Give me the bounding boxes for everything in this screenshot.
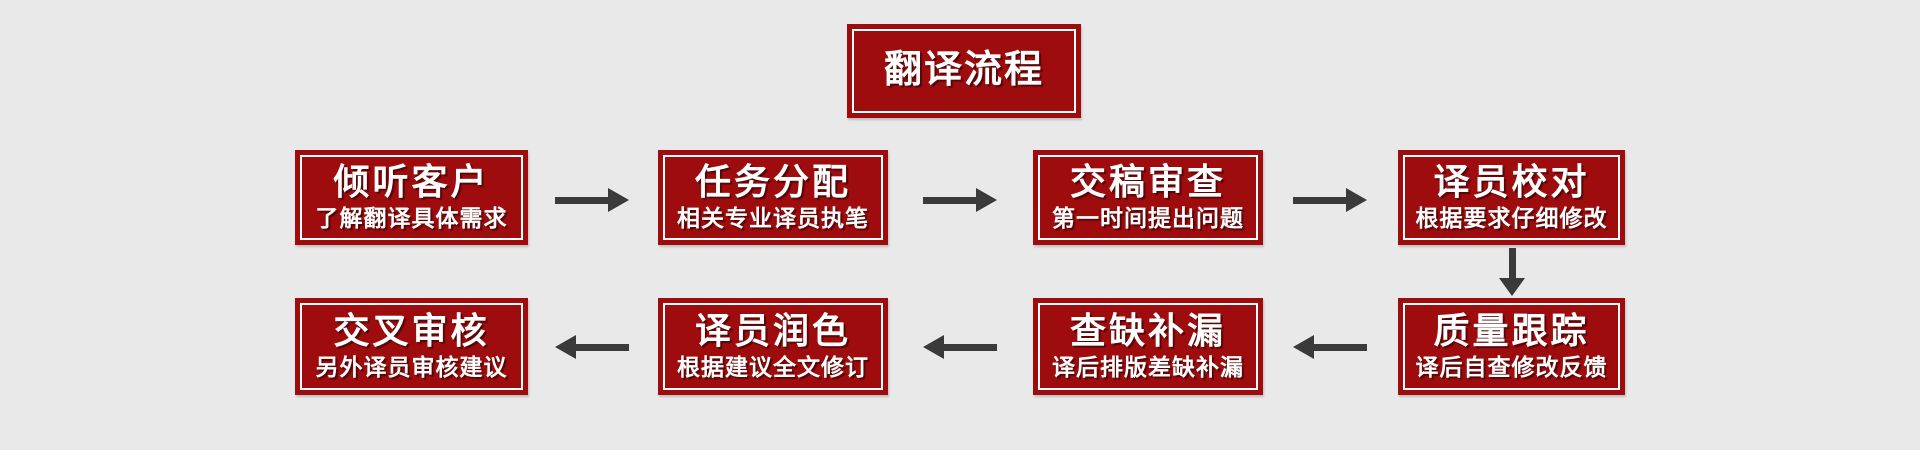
flow-box-subtitle: 译后自查修改反馈 <box>1415 354 1608 381</box>
flow-box-title: 交叉审核 <box>333 310 490 352</box>
flow-box-subtitle: 第一时间提出问题 <box>1052 205 1244 232</box>
arrow-down-icon <box>1499 248 1525 296</box>
arrow-left-icon <box>923 335 997 359</box>
flow-box-subtitle: 根据要求仔细修改 <box>1415 205 1608 232</box>
flow-box-translator-polishing: 译员润色 根据建议全文修订 <box>658 298 888 395</box>
flow-box-subtitle: 了解翻译具体需求 <box>315 205 508 232</box>
flow-box-title: 任务分配 <box>694 161 851 203</box>
flow-box-title: 交稿审查 <box>1069 161 1226 203</box>
flow-box-subtitle: 另外译员审核建议 <box>315 354 508 381</box>
flow-box-subtitle: 译后排版差缺补漏 <box>1052 354 1244 381</box>
arrow-right-icon <box>1293 188 1367 212</box>
flow-box-title: 译员校对 <box>1433 161 1590 203</box>
flow-box-title: 查缺补漏 <box>1069 310 1226 352</box>
diagram-title: 翻译流程 <box>883 49 1044 92</box>
flow-box-title: 译员润色 <box>694 310 851 352</box>
flow-box-draft-review: 交稿审查 第一时间提出问题 <box>1033 150 1263 245</box>
arrow-right-icon <box>555 188 629 212</box>
arrow-left-icon <box>555 335 629 359</box>
flow-box-subtitle: 相关专业译员执笔 <box>677 205 869 232</box>
flow-box-subtitle: 根据建议全文修订 <box>677 354 869 381</box>
flow-box-cross-review: 交叉审核 另外译员审核建议 <box>295 298 528 395</box>
flow-box-translator-proofreading: 译员校对 根据要求仔细修改 <box>1398 150 1625 245</box>
arrow-right-icon <box>923 188 997 212</box>
arrow-left-icon <box>1293 335 1367 359</box>
flow-box-task-assignment: 任务分配 相关专业译员执笔 <box>658 150 888 245</box>
diagram-title-box: 翻译流程 <box>847 24 1081 118</box>
flow-box-title: 质量跟踪 <box>1433 310 1590 352</box>
flow-box-listen-customer: 倾听客户 了解翻译具体需求 <box>295 150 528 245</box>
flow-box-gap-filling: 查缺补漏 译后排版差缺补漏 <box>1033 298 1263 395</box>
flow-box-title: 倾听客户 <box>333 161 490 203</box>
flow-box-quality-tracking: 质量跟踪 译后自查修改反馈 <box>1398 298 1625 395</box>
diagram-title-inner: 翻译流程 <box>852 29 1076 113</box>
